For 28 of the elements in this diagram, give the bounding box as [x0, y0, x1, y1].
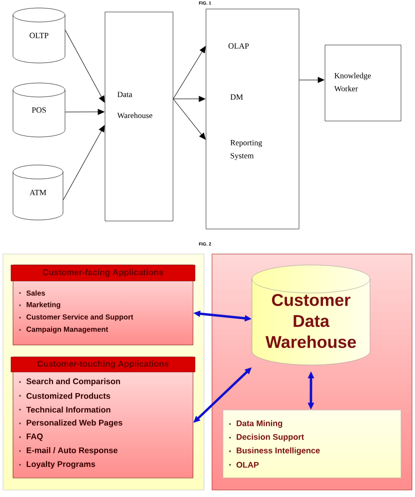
database-cylinder: Customer Data Warehouse	[252, 264, 370, 366]
header-bar: Customer-facing Applications	[10, 264, 196, 282]
process-box: OLAP DM Reporting System	[206, 8, 300, 230]
list-item: Data Mining	[236, 420, 282, 428]
list-item: Personalized Web Pages	[26, 420, 122, 428]
process-box: Data Warehouse	[104, 12, 174, 222]
database-cylinder: POS	[12, 82, 66, 138]
list-item: Customized Products	[26, 392, 110, 399]
arrow	[298, 77, 324, 83]
header-bar: Customer-touching Applications	[10, 356, 196, 372]
list-item: Business Intelligence	[236, 447, 320, 456]
arrow	[64, 30, 105, 103]
arrow	[64, 108, 104, 115]
list-item: E-mail / Auto Response	[26, 447, 118, 455]
arrow	[172, 98, 206, 140]
list-item: OLAP	[236, 462, 259, 468]
database-cylinder: OLTP	[12, 8, 66, 64]
arrow	[172, 46, 206, 100]
list-item: Technical Information	[26, 406, 110, 413]
list-item: Search and Comparison	[26, 378, 120, 386]
arrow	[62, 125, 105, 200]
list-item: Loyalty Programs	[26, 460, 96, 469]
list-item: Decision Support	[236, 434, 304, 442]
arrow	[172, 96, 206, 102]
process-box: Knowledge Worker	[324, 44, 402, 122]
database-cylinder: ATM	[12, 164, 64, 220]
list-box	[222, 410, 402, 478]
list-item: FAQ	[26, 434, 43, 441]
